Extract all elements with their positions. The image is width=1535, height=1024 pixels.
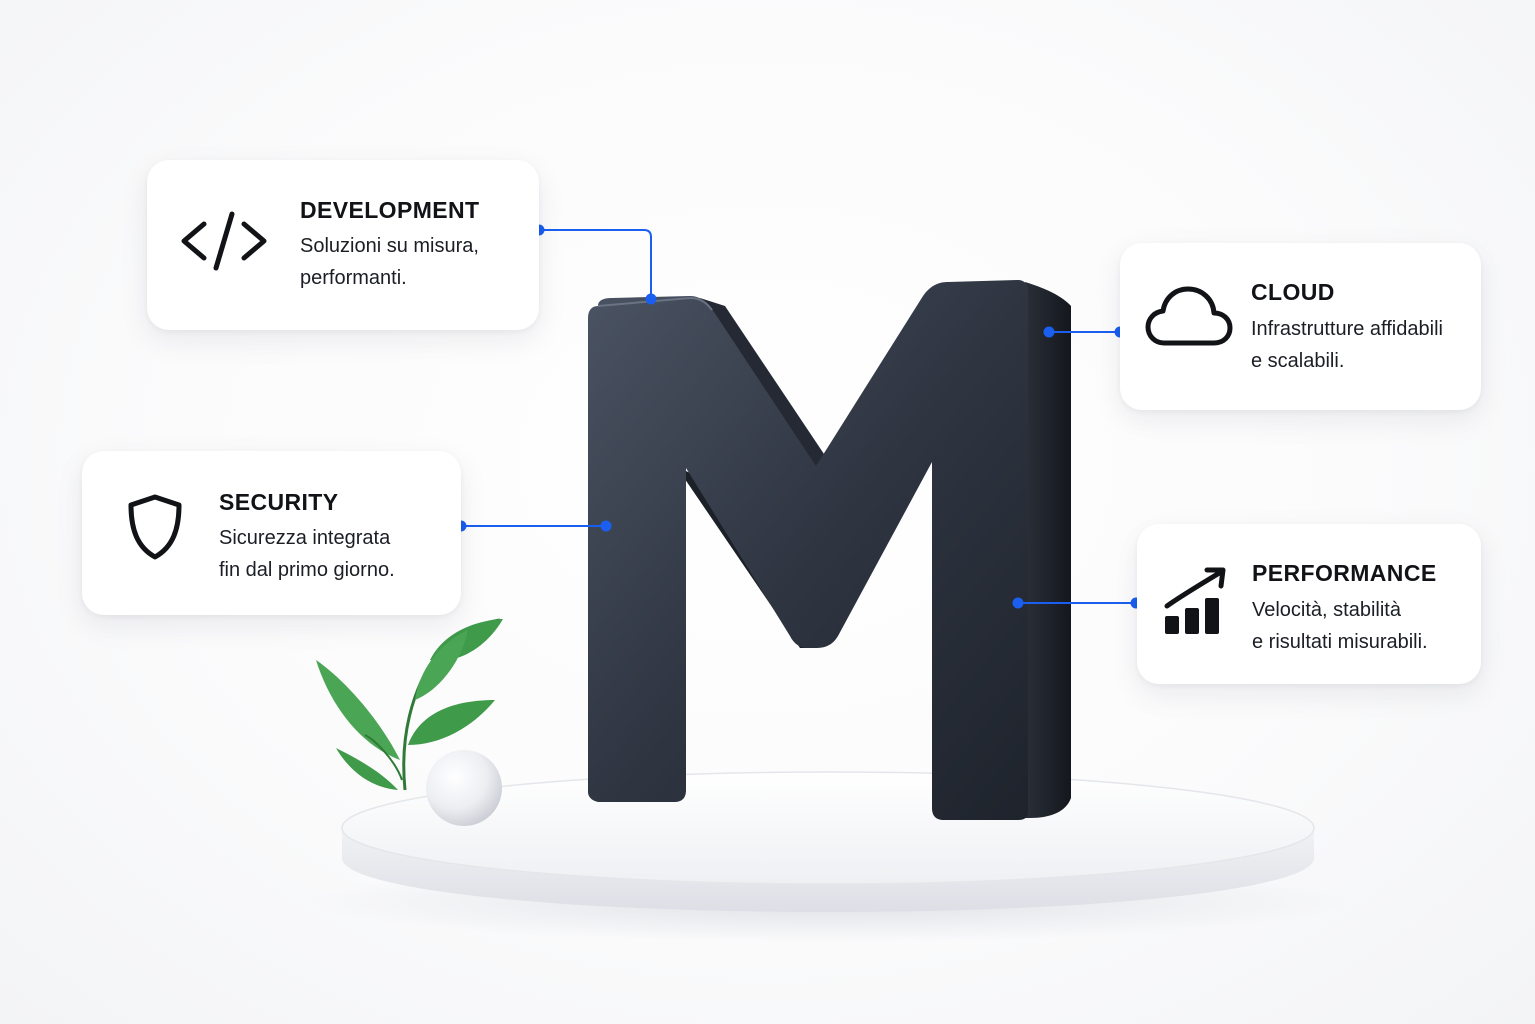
card-description: Soluzioni su misura, performanti. <box>300 235 479 289</box>
decor-sphere <box>426 750 502 826</box>
card-security: SECURITY Sicurezza integrata fin dal pri… <box>82 451 461 615</box>
connector-dot <box>600 520 612 532</box>
cloud-icon <box>1144 283 1234 352</box>
card-description: Velocità, stabilità e risultati misurabi… <box>1252 599 1428 653</box>
connector-development <box>539 229 652 299</box>
letter-m <box>588 280 1071 820</box>
platform <box>341 771 1315 912</box>
connector-dot <box>1043 326 1055 338</box>
plant <box>316 618 503 791</box>
connector-dot <box>1012 597 1024 609</box>
card-title: CLOUD <box>1251 279 1335 305</box>
shield-icon <box>126 493 184 566</box>
growth-chart-icon <box>1163 566 1229 641</box>
card-description: Sicurezza integrata fin dal primo giorno… <box>219 527 395 581</box>
card-title: PERFORMANCE <box>1252 560 1437 586</box>
card-title: DEVELOPMENT <box>300 197 480 223</box>
connector-dot <box>645 293 657 305</box>
card-cloud: CLOUD Infrastrutture affidabili e scalab… <box>1120 243 1481 410</box>
card-development: DEVELOPMENT Soluzioni su misura, perform… <box>147 160 539 330</box>
card-title: SECURITY <box>219 489 339 515</box>
platform-shadow <box>308 862 1348 942</box>
code-icon <box>178 210 270 277</box>
card-description: Infrastrutture affidabili e scalabili. <box>1251 318 1443 372</box>
card-performance: PERFORMANCE Velocità, stabilità e risult… <box>1137 524 1481 684</box>
